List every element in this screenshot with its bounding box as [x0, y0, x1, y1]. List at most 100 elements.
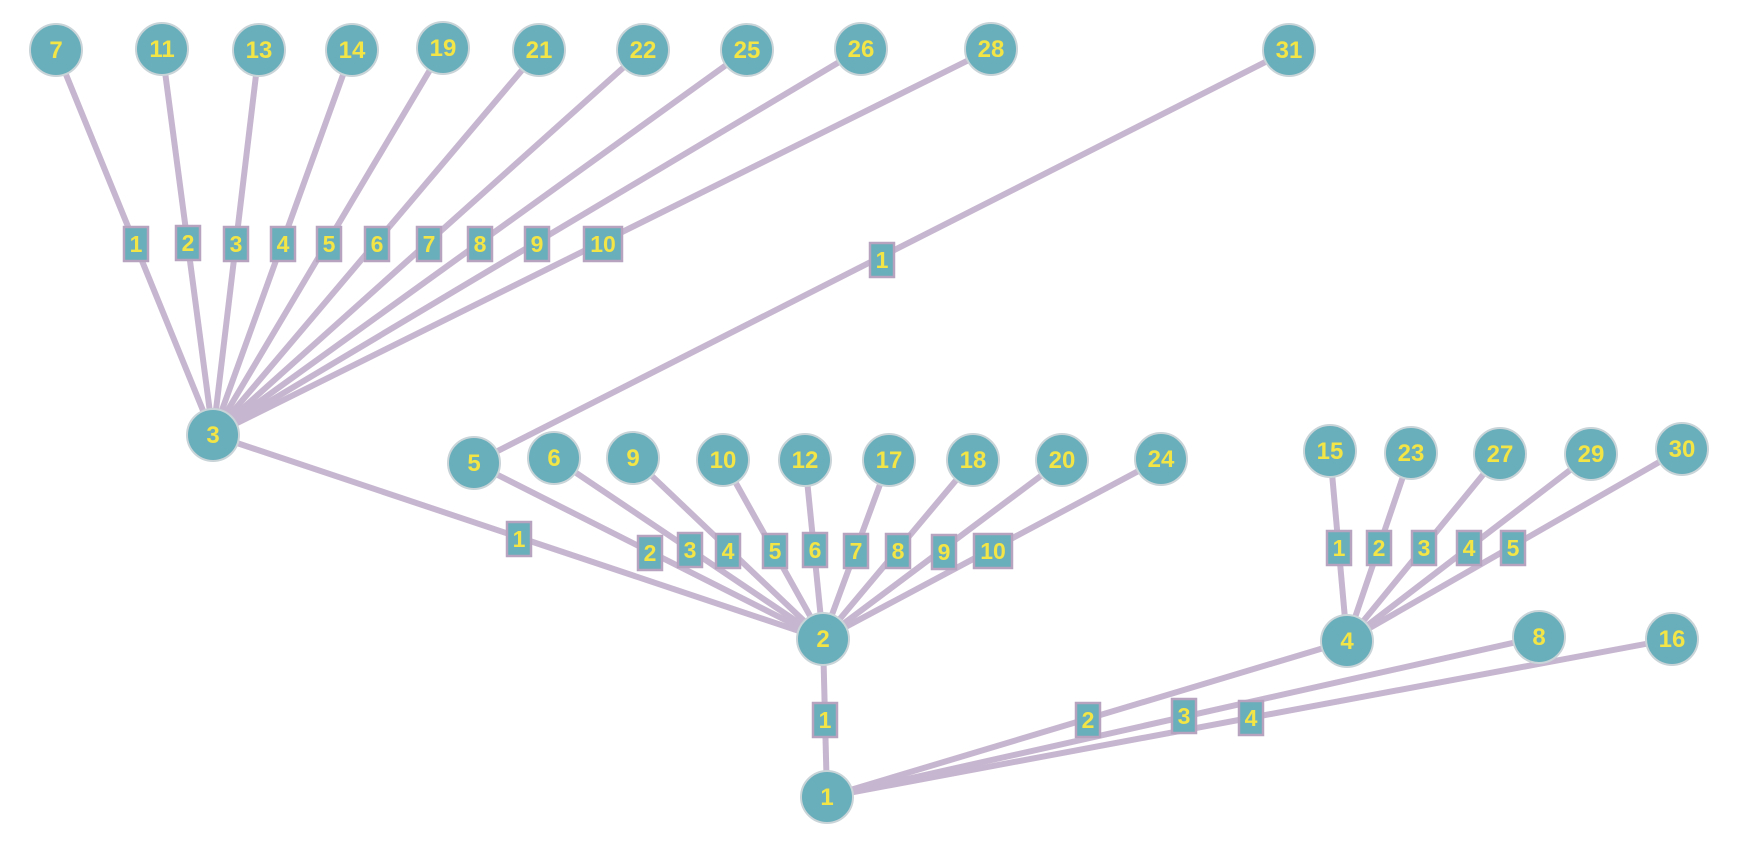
node-18[interactable]: 18	[946, 433, 1000, 487]
node-19[interactable]: 19	[416, 21, 470, 75]
edge-label-text: 8	[892, 538, 905, 564]
node-label: 29	[1578, 441, 1605, 468]
edge-label-box	[222, 225, 250, 263]
node-circle	[1035, 433, 1089, 487]
edge-label-box	[415, 225, 443, 263]
edge-label-box	[523, 225, 551, 263]
node-20[interactable]: 20	[1035, 433, 1089, 487]
edge-label-3-28: 10	[582, 225, 624, 263]
edge-label-box	[582, 225, 624, 263]
edge-label-1-8: 3	[1170, 697, 1198, 735]
node-1[interactable]: 1	[800, 770, 854, 824]
node-label: 4	[1340, 628, 1354, 655]
edge-label-3-22: 7	[415, 225, 443, 263]
edges-layer	[53, 45, 1685, 800]
node-label: 28	[978, 36, 1005, 63]
node-8[interactable]: 8	[1512, 610, 1566, 664]
edge-label-3-25: 8	[466, 225, 494, 263]
node-label: 14	[339, 37, 366, 64]
edge-label-3-19: 5	[315, 225, 343, 263]
node-circle	[1134, 432, 1188, 486]
node-2[interactable]: 2	[796, 612, 850, 666]
node-10[interactable]: 10	[696, 433, 750, 487]
node-circle	[946, 433, 1000, 487]
edge-label-text: 4	[277, 231, 290, 257]
edge-label-box	[761, 532, 789, 570]
node-12[interactable]: 12	[778, 433, 832, 487]
node-9[interactable]: 9	[606, 431, 660, 485]
node-31[interactable]: 31	[1262, 23, 1316, 77]
node-15[interactable]: 15	[1303, 424, 1357, 478]
edge-label-1-2: 1	[811, 701, 839, 739]
node-6[interactable]: 6	[527, 431, 581, 485]
edge-label-text: 7	[423, 231, 436, 257]
node-label: 27	[1487, 441, 1514, 468]
node-label: 7	[49, 37, 62, 64]
edge-label-box	[1325, 529, 1353, 567]
node-label: 1	[820, 784, 833, 811]
node-circle	[606, 431, 660, 485]
edge-label-box	[505, 520, 533, 558]
node-label: 10	[710, 447, 737, 474]
edge-label-text: 3	[684, 537, 697, 563]
edge-label-box	[1074, 701, 1102, 739]
node-3[interactable]: 3	[186, 408, 240, 462]
node-label: 25	[734, 37, 761, 64]
node-17[interactable]: 17	[862, 433, 916, 487]
edge-label-text: 1	[876, 247, 889, 273]
node-circle	[1384, 426, 1438, 480]
edge-label-2-20: 9	[930, 533, 958, 571]
node-label: 5	[467, 450, 480, 477]
node-13[interactable]: 13	[232, 23, 286, 77]
node-21[interactable]: 21	[512, 23, 566, 77]
edge-label-text: 3	[1178, 703, 1191, 729]
node-circle	[232, 23, 286, 77]
node-11[interactable]: 11	[135, 22, 189, 76]
node-26[interactable]: 26	[834, 22, 888, 76]
node-circle	[1473, 427, 1527, 481]
edge-label-text: 10	[980, 538, 1006, 564]
node-30[interactable]: 30	[1655, 422, 1709, 476]
edge-label-text: 2	[1082, 707, 1095, 733]
node-circle	[834, 22, 888, 76]
edge-label-text: 1	[513, 526, 526, 552]
node-circle	[1303, 424, 1357, 478]
node-22[interactable]: 22	[616, 23, 670, 77]
edge-label-3-26: 9	[523, 225, 551, 263]
edge-label-3-13: 3	[222, 225, 250, 263]
node-label: 21	[526, 37, 553, 64]
edge-label-text: 1	[1333, 535, 1346, 561]
node-label: 17	[876, 447, 903, 474]
edge-label-box	[1170, 697, 1198, 735]
node-circle	[29, 23, 83, 77]
edge-label-box	[122, 225, 150, 263]
node-25[interactable]: 25	[720, 23, 774, 77]
edge-label-2-17: 7	[842, 532, 870, 570]
node-5[interactable]: 5	[447, 436, 501, 490]
node-27[interactable]: 27	[1473, 427, 1527, 481]
edge-label-text: 1	[819, 707, 832, 733]
node-24[interactable]: 24	[1134, 432, 1188, 486]
node-circle	[800, 770, 854, 824]
node-label: 20	[1049, 447, 1076, 474]
edge-label-2-5: 2	[636, 534, 664, 572]
node-16[interactable]: 16	[1645, 612, 1699, 666]
edge-label-text: 6	[809, 537, 822, 563]
edge-label-4-30: 5	[1499, 529, 1527, 567]
edge-label-text: 5	[769, 538, 782, 564]
node-14[interactable]: 14	[325, 23, 379, 77]
edge-label-2-6: 3	[676, 531, 704, 569]
edge-label-text: 2	[1373, 535, 1386, 561]
node-28[interactable]: 28	[964, 22, 1018, 76]
edge-label-box	[1365, 529, 1393, 567]
node-29[interactable]: 29	[1564, 427, 1618, 481]
edge-label-box	[636, 534, 664, 572]
node-4[interactable]: 4	[1320, 614, 1374, 668]
node-label: 2	[816, 626, 829, 653]
node-23[interactable]: 23	[1384, 426, 1438, 480]
node-label: 18	[960, 447, 987, 474]
edge-label-text: 5	[323, 231, 336, 257]
node-7[interactable]: 7	[29, 23, 83, 77]
